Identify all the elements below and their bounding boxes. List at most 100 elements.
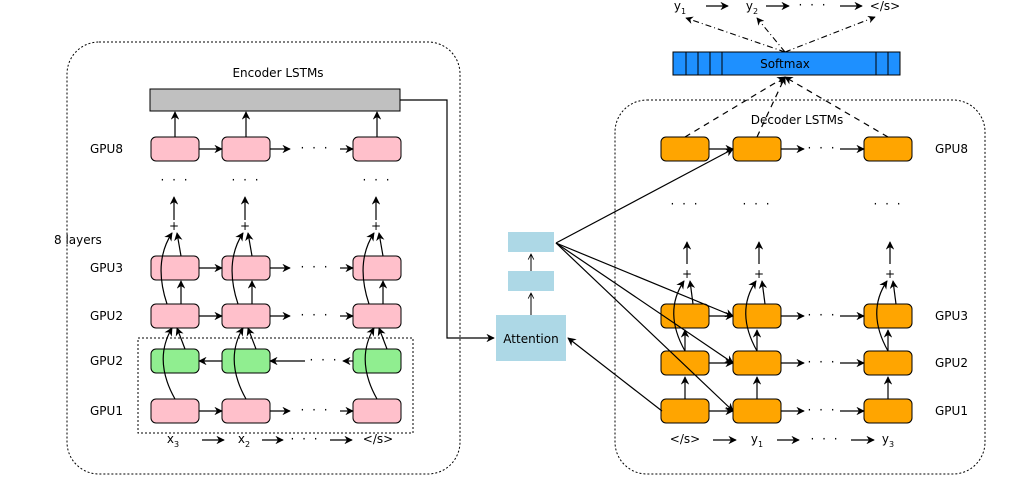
ellipsis: · · · — [290, 432, 319, 446]
encoder-row-label: GPU2 — [90, 309, 123, 323]
up-arrow — [376, 232, 385, 257]
residual-plus: + — [885, 267, 895, 281]
ellipsis: · · · — [807, 403, 836, 417]
encoder-lstm-cell — [221, 255, 271, 281]
residual-plus: + — [754, 267, 764, 281]
encoder-input-token: x2 — [238, 432, 250, 449]
attention-module: Attention — [496, 232, 566, 361]
softmax-input-arrow — [756, 76, 786, 138]
ellipsis: · · · — [873, 197, 902, 211]
ellipsis: · · · — [300, 260, 329, 274]
encoder-input-token: </s> — [363, 432, 393, 446]
encoder-row-gpu3-forward: GPU3 · · · — [90, 255, 402, 281]
ellipsis: · · · — [670, 197, 699, 211]
decoder-lstm-cell — [660, 136, 710, 162]
decoder-column-connections: · · · + — [742, 76, 786, 399]
decoder-container — [614, 99, 986, 475]
attention-hidden-2 — [508, 232, 554, 252]
decoder-lstm-cell — [660, 303, 710, 329]
decoder-input-token: y3 — [882, 432, 894, 449]
up-arrow — [758, 280, 768, 305]
encoder-lstm-cell — [150, 348, 200, 374]
attention-context-arrow — [555, 148, 734, 244]
encoder-title: Encoder LSTMs — [232, 66, 323, 80]
encoder-lstm-cell — [352, 398, 402, 424]
ellipsis: · · · — [807, 355, 836, 369]
decoder-lstm-cell — [660, 350, 710, 376]
encoder-lstm-cell — [221, 348, 271, 374]
decoder-input-token: </s> — [670, 432, 700, 446]
encoder-row-label: GPU2 — [90, 354, 123, 368]
decoder-row-label: GPU8 — [935, 142, 968, 156]
decoder-row-label: GPU3 — [935, 309, 968, 323]
residual-curve — [231, 232, 244, 305]
encoder-column-connections: · · ·+ — [231, 111, 259, 400]
layers-label: 8 layers — [54, 233, 102, 247]
encoder-row-gpu2-backward: GPU2 · · · — [90, 348, 402, 374]
ellipsis: · · · — [309, 353, 338, 367]
ellipsis: · · · — [300, 403, 329, 417]
ellipsis: · · · — [742, 197, 771, 211]
output-token: </s> — [870, 0, 900, 13]
decoder-lstm-cell — [863, 350, 913, 376]
encoder-lstm-cell — [150, 255, 200, 281]
residual-plus: + — [240, 219, 250, 233]
output-token: y1 — [674, 0, 686, 16]
encoder-row-gpu2-forward: GPU2 · · · — [90, 303, 402, 329]
encoder-row-gpu8-forward: GPU8· · · — [90, 136, 402, 162]
attention-context-arrow — [555, 242, 734, 364]
up-arrow — [174, 232, 183, 257]
residual-curve — [362, 232, 375, 305]
encoder-to-attention-line — [400, 99, 495, 343]
encoder-lstm-cell — [352, 255, 402, 281]
ellipsis: · · · — [807, 308, 836, 322]
encoder-lstm-cell — [150, 303, 200, 329]
ellipsis: · · · — [160, 173, 189, 187]
attention-label: Attention — [503, 332, 558, 346]
encoder-lstm-cell — [352, 348, 402, 374]
residual-plus: + — [682, 267, 692, 281]
residual-curve — [160, 232, 173, 305]
output-prediction-arrow — [784, 15, 876, 53]
ellipsis: · · · — [300, 308, 329, 322]
attention-hidden-1 — [508, 271, 554, 291]
bidirectional-region — [137, 337, 414, 434]
encoder-lstm-cell — [221, 398, 271, 424]
encoder-lstm-cell — [150, 136, 200, 162]
encoder-lstm-cell — [221, 136, 271, 162]
encoder-container — [66, 41, 461, 475]
up-arrow — [377, 327, 388, 350]
decoder-title: Decoder LSTMs — [751, 113, 844, 127]
decoder-row-label: GPU2 — [935, 356, 968, 370]
decoder-row-gpu1: GPU1 · · · — [660, 398, 968, 424]
residual-curve — [876, 280, 889, 352]
up-arrow — [175, 327, 186, 350]
encoder-column-connections: · · ·+ — [160, 111, 189, 400]
residual-curve — [745, 280, 758, 352]
decoder-row-gpu3: GPU3 · · · — [660, 303, 968, 329]
softmax-label: Softmax — [760, 57, 810, 71]
decoder-lstm-cell — [732, 350, 782, 376]
output-prediction-arrow — [756, 17, 786, 53]
decoder-input-token: y1 — [751, 432, 763, 449]
residual-plus: + — [371, 219, 381, 233]
softmax-input-arrow — [784, 76, 889, 138]
encoder-output-bar — [149, 88, 401, 112]
decoder-row-gpu2: GPU2 · · · — [660, 350, 968, 376]
output-prediction-arrow — [685, 16, 786, 53]
decoder-lstm-cell — [660, 398, 710, 424]
decoder-column-connections: · · · + — [784, 76, 902, 399]
decoder-row-gpu8: GPU8· · · — [660, 136, 968, 162]
decoder-to-attention-line — [567, 337, 663, 412]
decoder-lstm-cell — [732, 398, 782, 424]
encoder-lstm-cell — [221, 303, 271, 329]
encoder-row-label: GPU1 — [90, 404, 123, 418]
encoder-lstm-cell — [352, 136, 402, 162]
decoder-lstm-cell — [732, 303, 782, 329]
decoder-row-label: GPU1 — [935, 404, 968, 418]
encoder-row-label: GPU3 — [90, 261, 123, 275]
decoder-lstm-cell — [732, 136, 782, 162]
